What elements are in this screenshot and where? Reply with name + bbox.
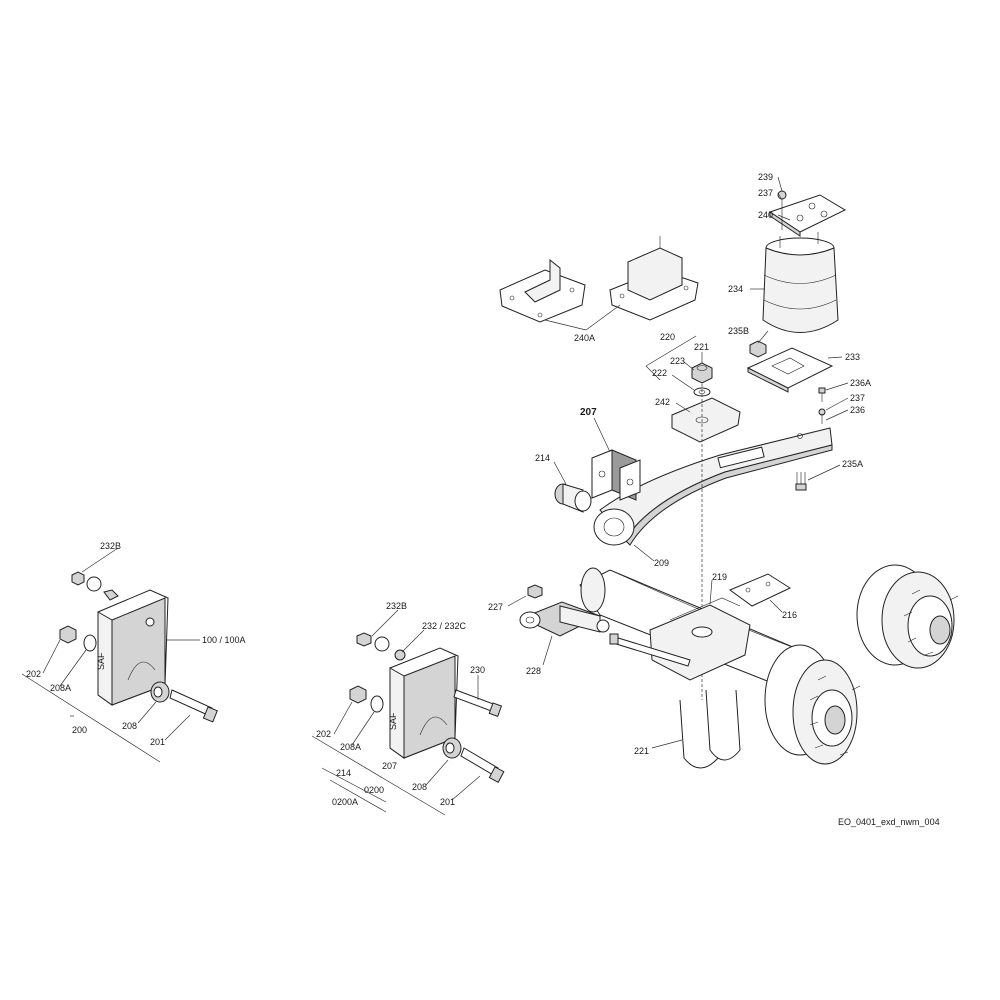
svg-text:SAF: SAF: [388, 712, 398, 730]
bolt-201-mid: [460, 747, 505, 783]
label-239: 239: [758, 172, 773, 182]
nut-202-left: [59, 625, 77, 644]
nuts-232b-left: [71, 571, 119, 601]
shock-bolt: [609, 633, 691, 667]
label-232: 232 / 232C: [422, 621, 467, 631]
label-237-bottom: 237: [850, 393, 865, 403]
label-221-bottom: 221: [634, 746, 649, 756]
label-214-top: 214: [535, 453, 550, 463]
label-232b-mid: 232B: [386, 601, 407, 611]
air-spring-234: [762, 232, 839, 333]
label-222: 222: [652, 368, 667, 378]
bolts-236: [818, 387, 826, 424]
u-bolt-221: [679, 689, 741, 769]
bolt-235a: [795, 472, 807, 491]
bolt-230: [453, 689, 503, 718]
label-230: 230: [470, 665, 485, 675]
part-labels: 239 237 240 234 235B 233 236A 237 236 23…: [26, 172, 940, 827]
label-100: 100 / 100A: [202, 635, 246, 645]
nut-235b: [749, 340, 767, 358]
label-214-mid: 214: [336, 768, 351, 778]
label-208a-mid: 208A: [340, 742, 361, 752]
leader-lines: [21, 176, 849, 816]
shock-absorber-228: [519, 601, 610, 637]
svg-text:SAF: SAF: [96, 652, 106, 670]
drawing-id: EO_0401_exd_nwm_004: [838, 817, 940, 827]
label-201-mid: 201: [440, 797, 455, 807]
spring-arm-209: [593, 427, 833, 546]
label-233: 233: [845, 352, 860, 362]
label-201-left: 201: [150, 737, 165, 747]
label-234: 234: [728, 284, 743, 294]
label-235b: 235B: [728, 326, 749, 336]
brake-drum-right: [856, 564, 959, 669]
label-219: 219: [712, 572, 727, 582]
label-207-mid: 207: [382, 761, 397, 771]
washer-208a-left: [83, 634, 97, 652]
label-208-mid: 208: [412, 782, 427, 792]
label-208a-left: 208A: [50, 683, 71, 693]
label-235a: 235A: [842, 459, 863, 469]
label-242: 242: [655, 397, 670, 407]
washer-208a-mid: [370, 695, 384, 713]
label-208-left: 208: [122, 721, 137, 731]
bracket-207: [591, 449, 641, 501]
wheel-studs-left: [809, 675, 861, 756]
clamp-plate-242: [671, 397, 741, 443]
label-236: 236: [850, 405, 865, 415]
label-237-top: 237: [758, 188, 773, 198]
label-209: 209: [654, 558, 669, 568]
washer-208-mid: [442, 737, 462, 759]
label-220: 220: [660, 332, 675, 342]
nut-202-mid: [349, 685, 367, 704]
label-0200a: 0200A: [332, 797, 358, 807]
label-228: 228: [526, 666, 541, 676]
bolt-201-left: [169, 689, 218, 723]
label-232b-left: 232B: [100, 541, 121, 551]
label-240a: 240A: [574, 333, 595, 343]
bushing-214: [554, 483, 592, 513]
bracket-240a-right: [609, 236, 699, 321]
shim-216: [728, 573, 792, 607]
bracket-240a-left: [499, 258, 586, 323]
brake-drum-left: [764, 644, 861, 765]
nut-221-top: [691, 362, 713, 384]
label-236a: 236A: [850, 378, 871, 388]
hanger-0200: SAF: [388, 647, 459, 759]
label-227: 227: [488, 602, 503, 612]
label-0200: 0200: [364, 785, 384, 795]
label-202-left: 202: [26, 669, 41, 679]
nut-227: [527, 584, 543, 599]
label-200: 200: [72, 725, 87, 735]
label-221-top: 221: [694, 342, 709, 352]
top-plate-240: [768, 194, 847, 237]
label-223: 223: [670, 356, 685, 366]
washer-208-left: [150, 681, 170, 703]
wheel-studs-right: [903, 589, 959, 656]
label-216: 216: [782, 610, 797, 620]
label-240: 240: [758, 210, 773, 220]
nuts-232b-mid: [356, 632, 406, 661]
lower-plate-233: [746, 347, 834, 393]
label-202-mid: 202: [316, 729, 331, 739]
label-207-top: 207: [580, 407, 597, 418]
